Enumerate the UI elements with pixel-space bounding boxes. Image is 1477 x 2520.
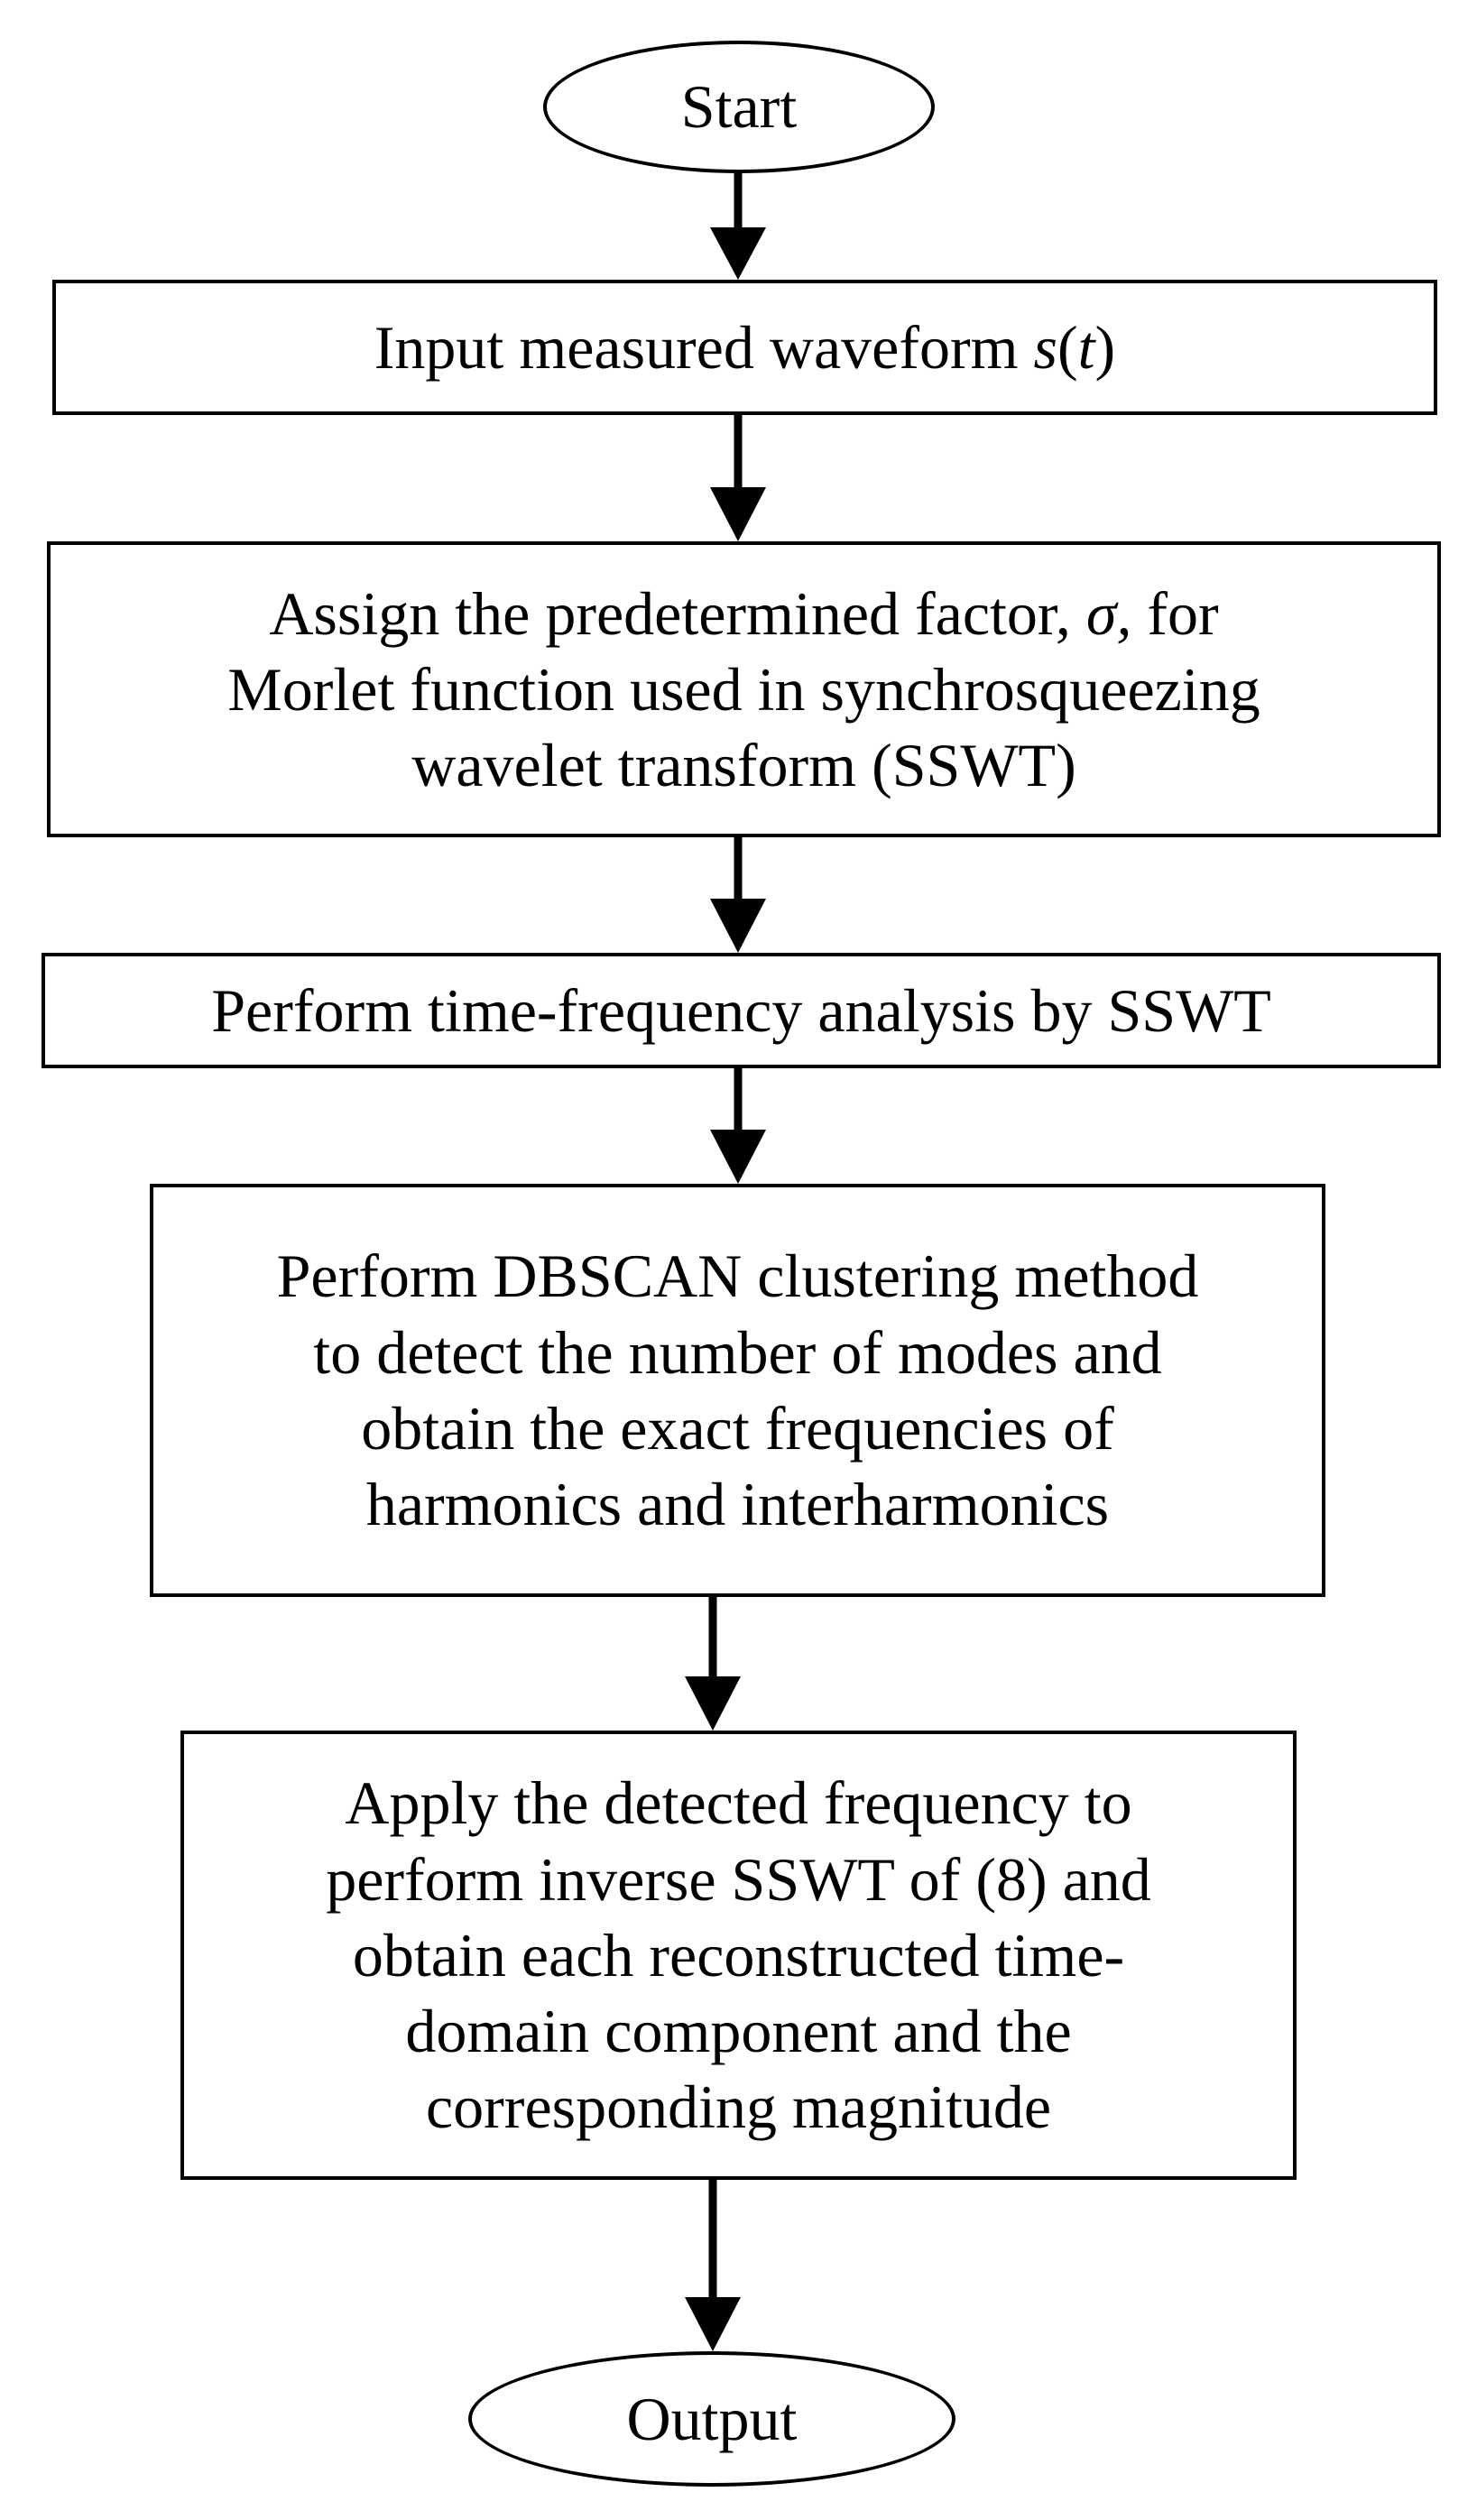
assign-line1-text: Assign the predetermined factor, — [269, 578, 1071, 648]
assign-factor-box: Assign the predetermined factor, σ, for … — [47, 541, 1441, 837]
assign-line2: Morlet function used in synchrosqueezing — [227, 654, 1260, 724]
apply-line1: Apply the detected frequency to — [345, 1768, 1132, 1838]
dbscan-line4: harmonics and interharmonics — [365, 1470, 1110, 1539]
arrow-assign-to-tfa — [710, 837, 766, 953]
assign-line3: wavelet transform (SSWT) — [411, 731, 1076, 800]
dbscan-line1: Perform DBSCAN clustering method — [276, 1242, 1199, 1311]
arrow-tfa-to-dbscan — [710, 1068, 766, 1184]
dbscan-line2: to detect the number of modes and — [313, 1317, 1162, 1387]
sigma-symbol: σ, — [1085, 578, 1132, 648]
dbscan-clustering-box: Perform DBSCAN clustering method to dete… — [150, 1184, 1325, 1597]
assign-line1-end: for — [1147, 578, 1219, 648]
start-label: Start — [680, 72, 798, 142]
input-waveform-box: Input measured waveform s(t) — [52, 280, 1437, 415]
input-waveform-text: Input measured waveform — [374, 312, 1019, 382]
time-frequency-analysis-text: Perform time-frequency analysis by SSWT — [211, 975, 1271, 1045]
apply-line5: corresponding magnitude — [425, 2072, 1052, 2142]
dbscan-line3: obtain the exact frequencies of — [361, 1394, 1114, 1463]
arrow-start-to-input — [710, 173, 766, 280]
output-label: Output — [626, 2384, 798, 2453]
apply-line2: perform inverse SSWT of (8) and — [326, 1844, 1151, 1914]
start-terminal: Start — [543, 41, 935, 173]
time-frequency-analysis-box: Perform time-frequency analysis by SSWT — [42, 953, 1441, 1068]
input-waveform-symbol: s(t) — [1033, 312, 1116, 382]
apply-line4: domain component and the — [405, 1997, 1072, 2066]
apply-inverse-sswt-box: Apply the detected frequency to perform … — [180, 1731, 1297, 2180]
arrow-input-to-assign — [710, 415, 766, 541]
arrow-apply-to-output — [685, 2180, 741, 2351]
arrow-dbscan-to-apply — [685, 1597, 741, 1731]
output-terminal: Output — [468, 2351, 955, 2487]
apply-line3: obtain each reconstructed time- — [352, 1920, 1125, 1989]
